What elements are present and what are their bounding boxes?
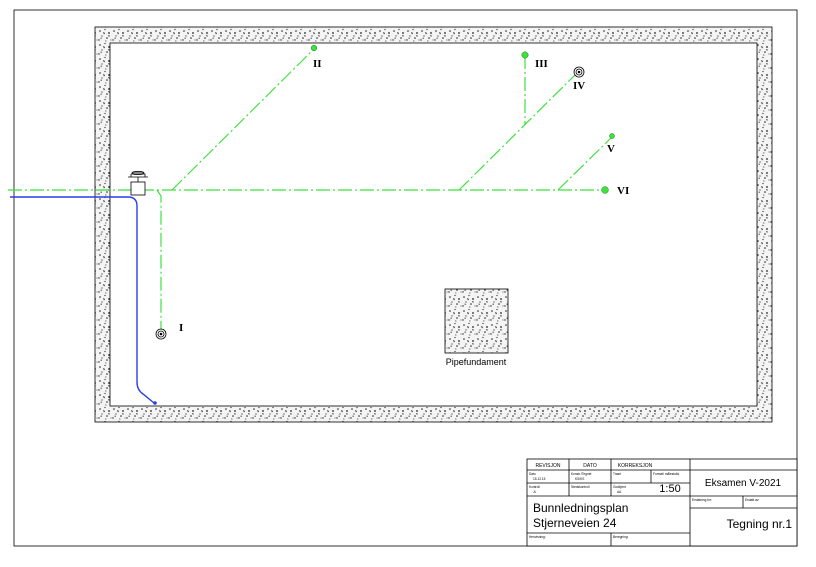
pipe-end-points	[310, 44, 615, 194]
pipe-end-VI	[601, 186, 609, 194]
floor-drain-IV-icon	[573, 66, 585, 78]
henvisning-label: Henvisning:	[529, 535, 546, 539]
branch-to-V	[557, 136, 613, 191]
drawing-number: Tegning nr.1	[727, 517, 793, 531]
water-supply-line	[10, 196, 155, 404]
drain-label-III: III	[535, 58, 548, 70]
sewer-pipes	[8, 48, 613, 333]
drain-label-VI: VI	[617, 185, 629, 197]
branch-to-III-IV	[458, 72, 578, 191]
dato-label: Dato	[529, 472, 536, 476]
trase-label: Trasé	[613, 472, 621, 476]
godkjent-value: AA	[617, 490, 622, 494]
exam-title: Eksamen V-2021	[705, 478, 782, 489]
correction-header: KORREKSJON	[618, 463, 653, 469]
pipe-foundation-label: Pipefundament	[446, 357, 507, 367]
title-block	[526, 458, 798, 547]
branch-to-I	[156, 189, 162, 333]
drain-label-II: II	[313, 58, 322, 70]
pipe-foundation: Pipefundament	[444, 288, 509, 367]
water-line-end	[153, 401, 157, 405]
drawing-title: Bunnledningsplan	[533, 501, 628, 515]
address: Stjerneveien 24	[533, 516, 617, 530]
stedskontroll-label: Stedskontroll	[571, 485, 590, 489]
drain-label-V: V	[607, 143, 615, 155]
pipe-end-III	[521, 51, 529, 59]
konstr-value: KS/KS	[575, 477, 584, 481]
floor-drain-I-icon	[155, 328, 167, 340]
rev-header: REVISJON	[535, 463, 560, 469]
konstr-label: Konstr./Tegnet	[571, 472, 591, 476]
drain-label-IV: IV	[573, 80, 585, 92]
date-header: DATO	[583, 463, 597, 469]
cleanout-fitting-icon	[128, 170, 148, 196]
kontroll-label: Kontroll	[529, 485, 540, 489]
format-label: Format/ målestokk	[653, 472, 680, 476]
branch-to-II	[171, 48, 315, 191]
erstatning-label: Erstatning for:	[692, 498, 712, 502]
pipe-end-V	[609, 133, 615, 139]
foundation-wall	[94, 26, 773, 423]
beregning-label: Beregning:	[613, 535, 629, 539]
kontroll-value: JL	[533, 490, 537, 494]
godkjent-label: Godkjent	[613, 485, 626, 489]
scale-value: 1:50	[659, 483, 680, 495]
title-block-text: REVISJON DATO KORREKSJON Dato 15.12.15 K…	[529, 463, 792, 539]
drain-label-I: I	[179, 322, 183, 334]
dato-value: 15.12.15	[533, 477, 546, 481]
erstatt-label: Erstatt av:	[745, 498, 759, 502]
sheet-border	[13, 9, 798, 547]
pipe-end-II	[310, 44, 318, 52]
